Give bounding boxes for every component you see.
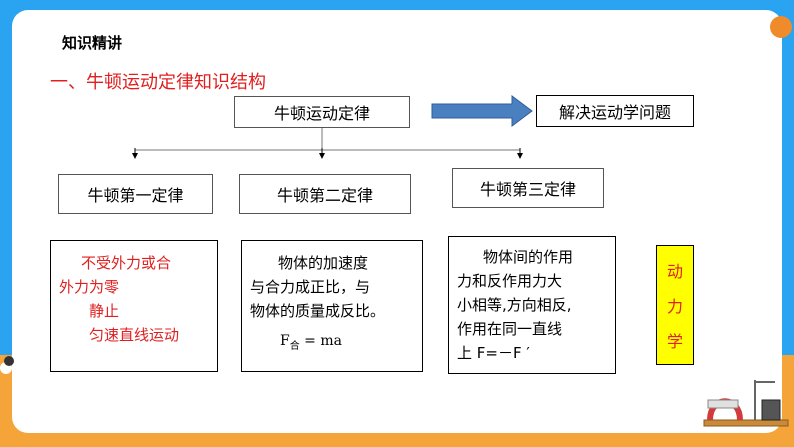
law2-formula: F合 = ma — [280, 333, 342, 352]
law1-content: 不受外力或合 外力为零 静止 匀速直线运动 — [50, 240, 218, 372]
decorative-dot-dark — [4, 356, 14, 366]
law2-content: 物体的加速度 与合力成正比，与 物体的质量成反比。 F合 = ma — [241, 240, 423, 372]
law2-line3: 物体的质量成反比。 — [250, 302, 386, 320]
law1-line2: 外力为零 — [59, 278, 120, 296]
dynamics-char2: 力 — [666, 296, 683, 316]
target-box: 解决运动学问题 — [536, 95, 694, 127]
law1-line3: 静止 — [89, 302, 120, 320]
law2-label: 牛顿第二定律 — [276, 186, 373, 205]
law3-label: 牛顿第三定律 — [479, 180, 576, 199]
law2-line1: 物体的加速度 — [278, 254, 369, 272]
root-box: 牛顿运动定律 — [234, 96, 410, 128]
law2-line2: 与合力成正比，与 — [250, 278, 371, 296]
law1-label: 牛顿第一定律 — [87, 186, 184, 205]
law3-line4: 作用在同一直线 — [457, 320, 563, 338]
law1-box: 牛顿第一定律 — [58, 174, 213, 214]
law3-content: 物体间的作用 力和反作用力大 小相等,方向相反, 作用在同一直线 上 F=－F … — [448, 236, 616, 374]
law3-line5: 上 F=－F ′ — [457, 344, 530, 362]
decorative-ball — [770, 16, 792, 38]
page-header: 知识精讲 — [62, 34, 123, 52]
law3-line3: 小相等,方向相反, — [457, 296, 572, 314]
root-label: 牛顿运动定律 — [273, 104, 370, 123]
law3-line1: 物体间的作用 — [483, 248, 574, 266]
law1-line1: 不受外力或合 — [81, 254, 172, 272]
law3-line2: 力和反作用力大 — [457, 272, 563, 290]
dynamics-char3: 学 — [666, 332, 683, 352]
law3-box: 牛顿第三定律 — [452, 168, 604, 208]
right-block-arrow — [431, 95, 533, 127]
law1-line4: 匀速直线运动 — [89, 326, 180, 344]
lab-apparatus-icon — [703, 380, 789, 427]
section-title: 一、牛顿运动定律知识结构 — [50, 72, 266, 93]
target-label: 解决运动学问题 — [558, 103, 671, 122]
dynamics-label-box: 动 力 学 — [656, 245, 694, 365]
dynamics-char1: 动 — [666, 261, 683, 281]
law2-box: 牛顿第二定律 — [239, 174, 411, 214]
